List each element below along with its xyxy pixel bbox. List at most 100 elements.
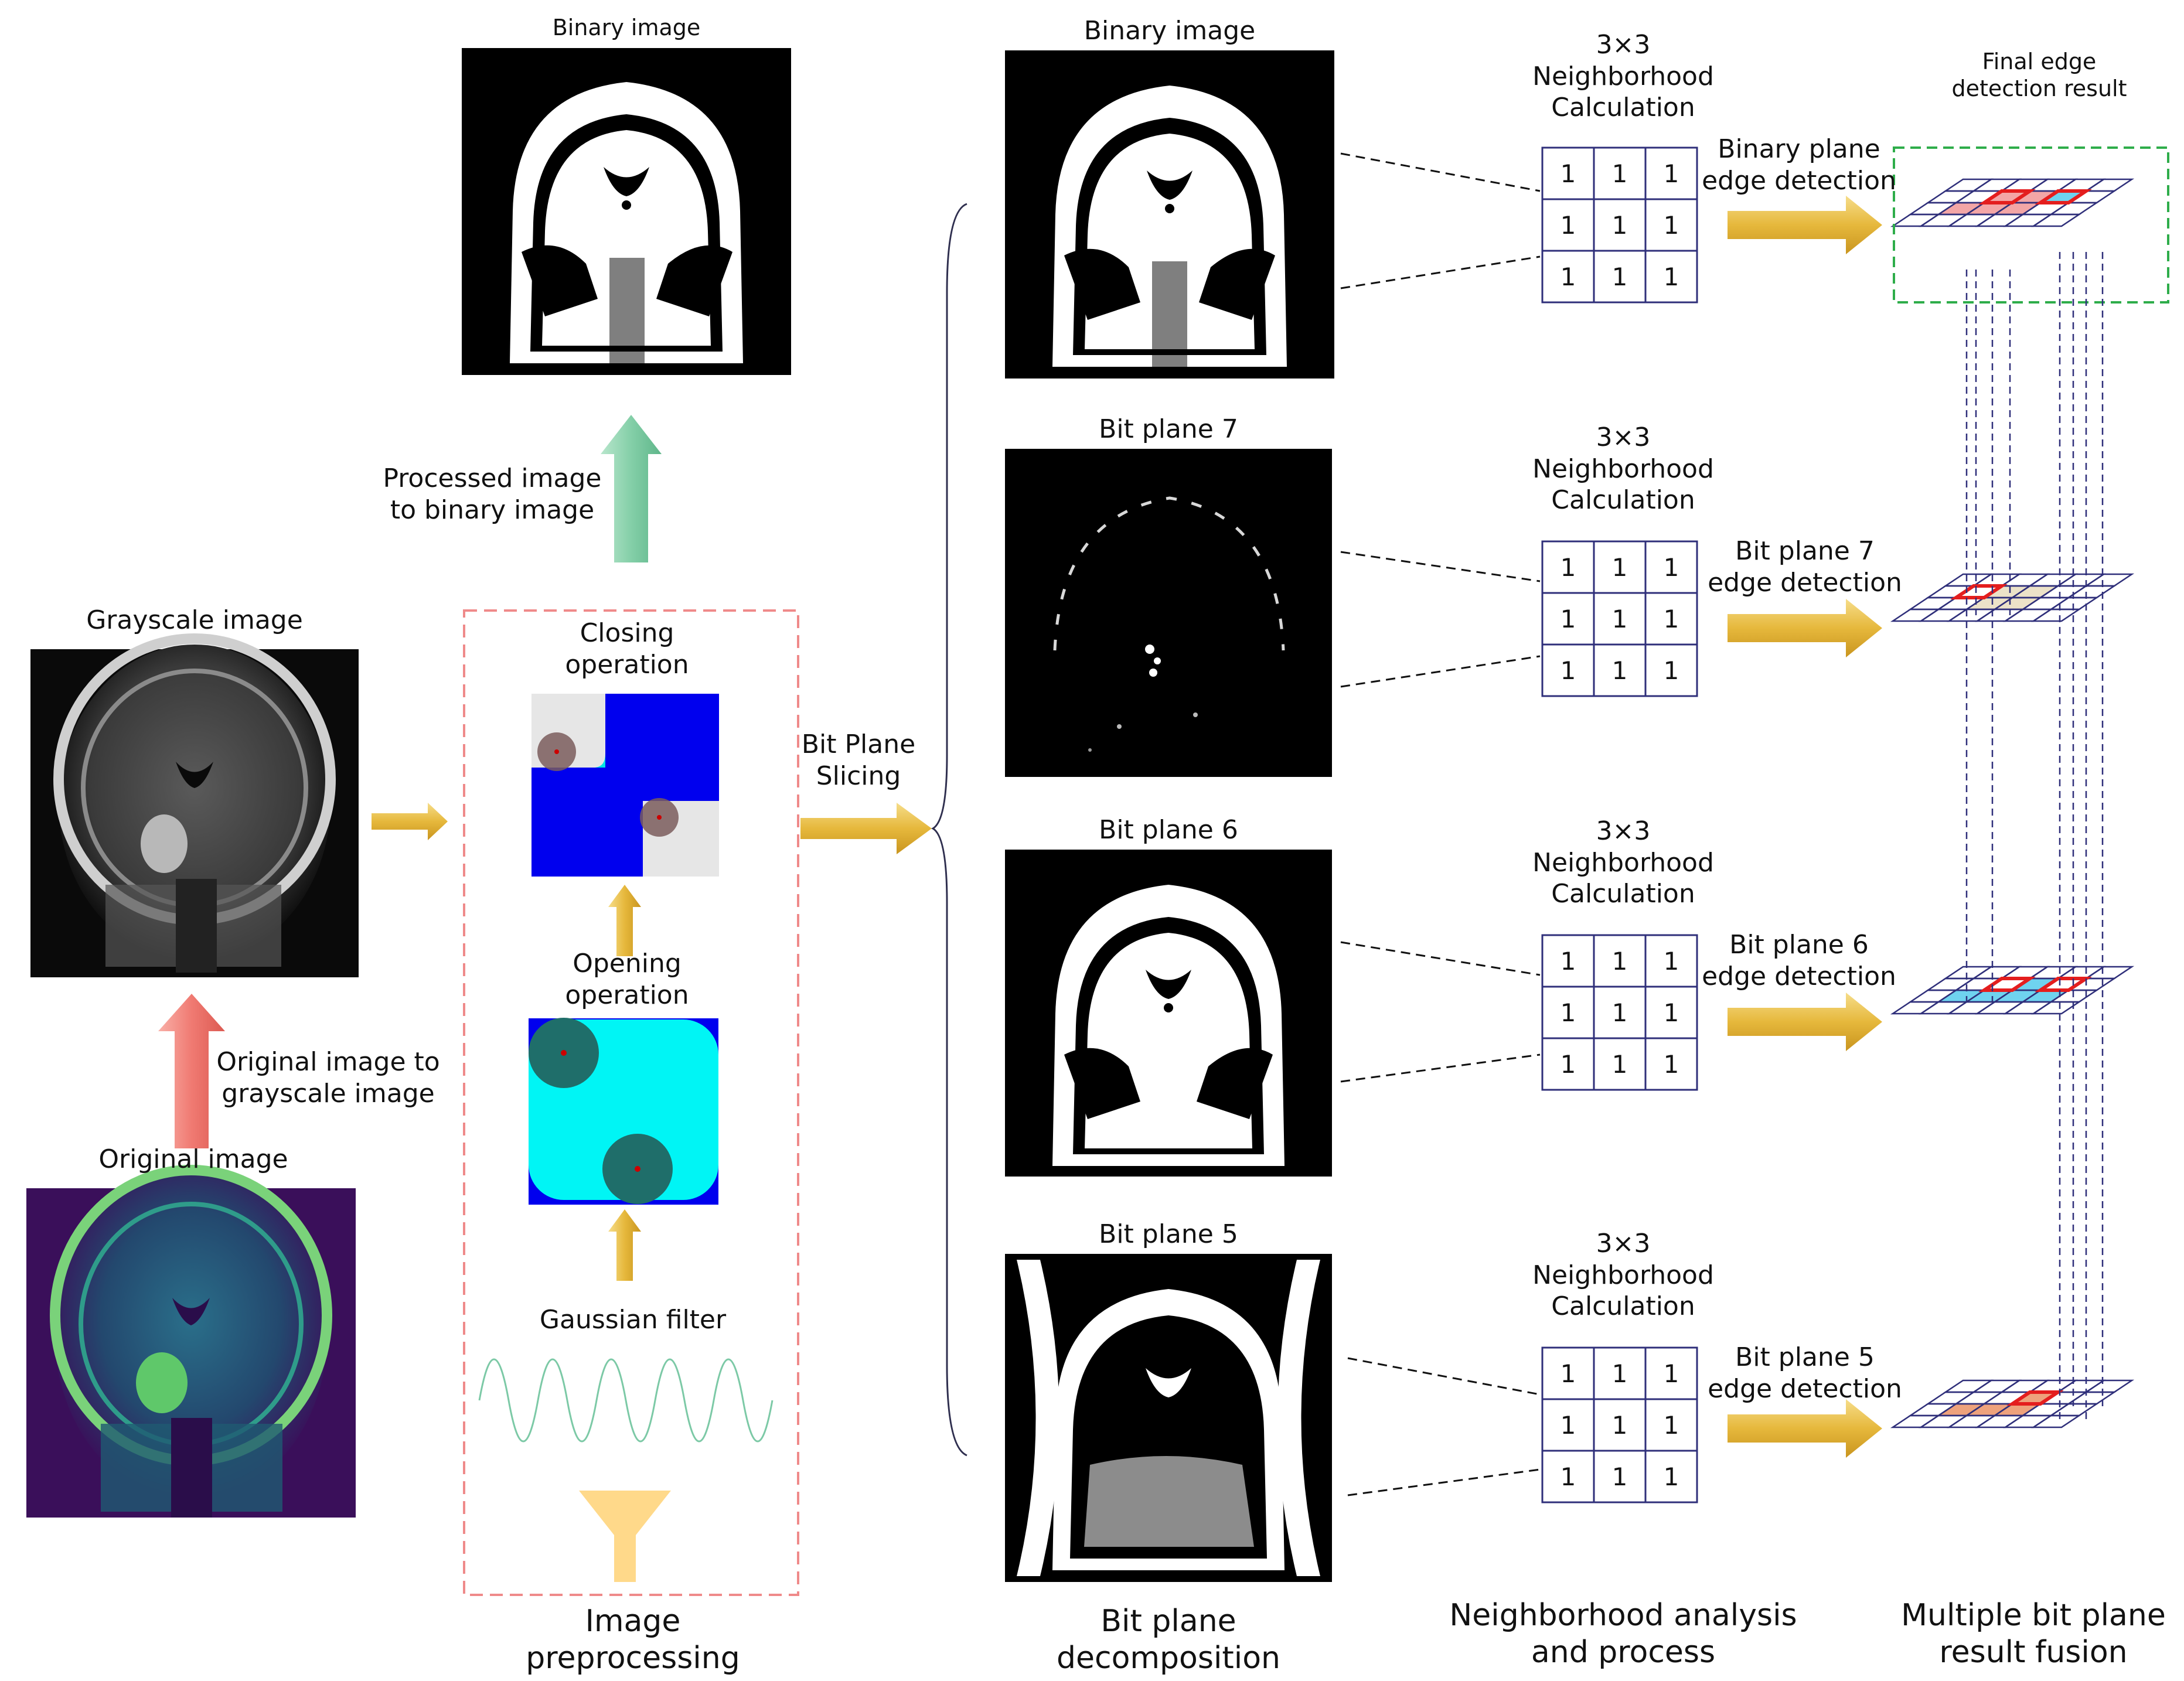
kernel-value: 1 [1664, 1050, 1679, 1079]
kernel-value: 1 [1664, 947, 1679, 976]
fusion-grid-cell [2083, 573, 2135, 587]
edge-arrow-bp6 [1728, 993, 1882, 1051]
kernel-value: 1 [1561, 605, 1576, 633]
kernel-value: 1 [1664, 553, 1679, 582]
grayscale-conversion-label: Original image to grayscale image [216, 1047, 440, 1109]
kernel-cell [1644, 198, 1698, 252]
fusion-cell-fill [2012, 1392, 2058, 1404]
kernel-value: 1 [1664, 262, 1679, 291]
kernel-value: 1 [1612, 553, 1628, 582]
decomposition-brace [931, 203, 967, 1457]
kernel-value: 1 [1612, 262, 1628, 291]
kernel-value: 1 [1561, 1359, 1576, 1388]
fusion-cell-fill [1995, 203, 2040, 214]
bit-plane-5-image [1005, 1254, 1332, 1582]
fusion-cell-fill [1984, 191, 2030, 203]
original-image-title: Original image [98, 1144, 288, 1174]
fusion-cell-fill [1995, 990, 2040, 1002]
decomp-title-bp7: Bit plane 7 [1099, 414, 1238, 444]
kernel-cell [1593, 1037, 1647, 1091]
opening-operation-label: Opening operation [565, 949, 689, 1010]
fusion-cell-fill [1967, 990, 2012, 1002]
kernel-value: 1 [1612, 159, 1628, 188]
kernel-value: 1 [1561, 1462, 1576, 1491]
preprocessing-caption: Image preprocessing [526, 1604, 740, 1676]
kernel-cell [1644, 1398, 1698, 1452]
kernel-cell [1541, 250, 1595, 304]
kernel-cell [1644, 986, 1698, 1039]
fusion-highlight-cell [2006, 1390, 2064, 1406]
kernel-cell [1593, 986, 1647, 1039]
gaussian-filter-label: Gaussian filter [539, 1305, 727, 1335]
fusion-grid-cell [1925, 190, 1977, 204]
fusion-grid-cell [2066, 1391, 2117, 1405]
final-result-box [1893, 146, 2169, 304]
fusion-cell-fill [2012, 586, 2058, 598]
preprocessing-box [463, 609, 799, 1596]
kernel-value: 1 [1664, 656, 1679, 685]
connector-lines [1340, 152, 1541, 1496]
fusion-highlight-cell [1978, 977, 2036, 992]
grayscale-conversion-arrow [158, 994, 225, 1148]
kernel-cell [1644, 1346, 1698, 1400]
fusion-cell-fill [2012, 191, 2058, 203]
decomp-title-binary: Binary image [1084, 16, 1256, 46]
fusion-grid-cell [1890, 1414, 1941, 1428]
fusion-grid-cell [1946, 1414, 1998, 1428]
kernel-value: 1 [1612, 1411, 1628, 1440]
fusion-cell-fill [1967, 598, 2012, 609]
fusion-grid-cell [1946, 213, 1998, 227]
kernel-value: 1 [1561, 1411, 1576, 1440]
decomp-binary-image [1005, 50, 1334, 379]
fusion-connector-lines [1965, 252, 2104, 1424]
kernel-value: 1 [1664, 1359, 1679, 1388]
kernel-cell [1593, 540, 1647, 594]
bit-plane-slicing-label: Bit Plane Slicing [801, 729, 916, 791]
kernel-value: 1 [1664, 605, 1679, 633]
fusion-grid-cell [1918, 213, 1970, 227]
kernel-value: 1 [1561, 998, 1576, 1027]
to-preprocessing-arrow [372, 803, 448, 840]
fusion-cell-fill [1938, 1404, 1984, 1416]
final-result-title: Final edge detection result [1951, 49, 2127, 102]
kernel-value: 1 [1612, 1050, 1628, 1079]
fusion-cell-fill [1938, 990, 1984, 1002]
grayscale-image [30, 633, 359, 977]
kernel-value: 1 [1561, 159, 1576, 188]
kernel-value: 1 [1561, 211, 1576, 240]
closing-arrow [608, 885, 641, 956]
edge-arrow-binary [1728, 196, 1882, 254]
decomp-title-bp6: Bit plane 6 [1099, 815, 1238, 845]
kernel-value: 1 [1612, 998, 1628, 1027]
binary-image-top [462, 48, 791, 375]
fusion-cell-fill [1984, 586, 2030, 598]
kernel-value: 1 [1612, 1462, 1628, 1491]
grayscale-image-title: Grayscale image [86, 605, 303, 635]
kernel-cell [1644, 146, 1698, 200]
fusion-grid-cell [1943, 966, 1994, 980]
gaussian-wave [478, 1358, 774, 1443]
kernel-value: 1 [1561, 262, 1576, 291]
kernel-cell [1541, 198, 1595, 252]
fusion-grid-cell [2083, 966, 2135, 980]
fusion-grid-cell [1974, 1414, 2026, 1428]
kernel-value: 1 [1561, 656, 1576, 685]
kernel-value: 1 [1664, 211, 1679, 240]
kernel-value: 1 [1612, 947, 1628, 976]
fusion-highlight-cell [2035, 977, 2092, 992]
kernel-value: 1 [1561, 553, 1576, 582]
fusion-grid-cell [2002, 1001, 2054, 1015]
fusion-highlight-cell [2035, 189, 2092, 204]
fusion-cell-fill [1967, 1404, 2012, 1416]
kernel-value: 1 [1561, 947, 1576, 976]
edge-arrow-bp5 [1728, 1399, 1882, 1458]
kernel-value: 1 [1612, 656, 1628, 685]
kernel-cell [1593, 250, 1647, 304]
bit-plane-6-image [1005, 850, 1332, 1177]
kernel-cell [1644, 250, 1698, 304]
kernel-value: 1 [1664, 1411, 1679, 1440]
kernel-value: 1 [1664, 1462, 1679, 1491]
